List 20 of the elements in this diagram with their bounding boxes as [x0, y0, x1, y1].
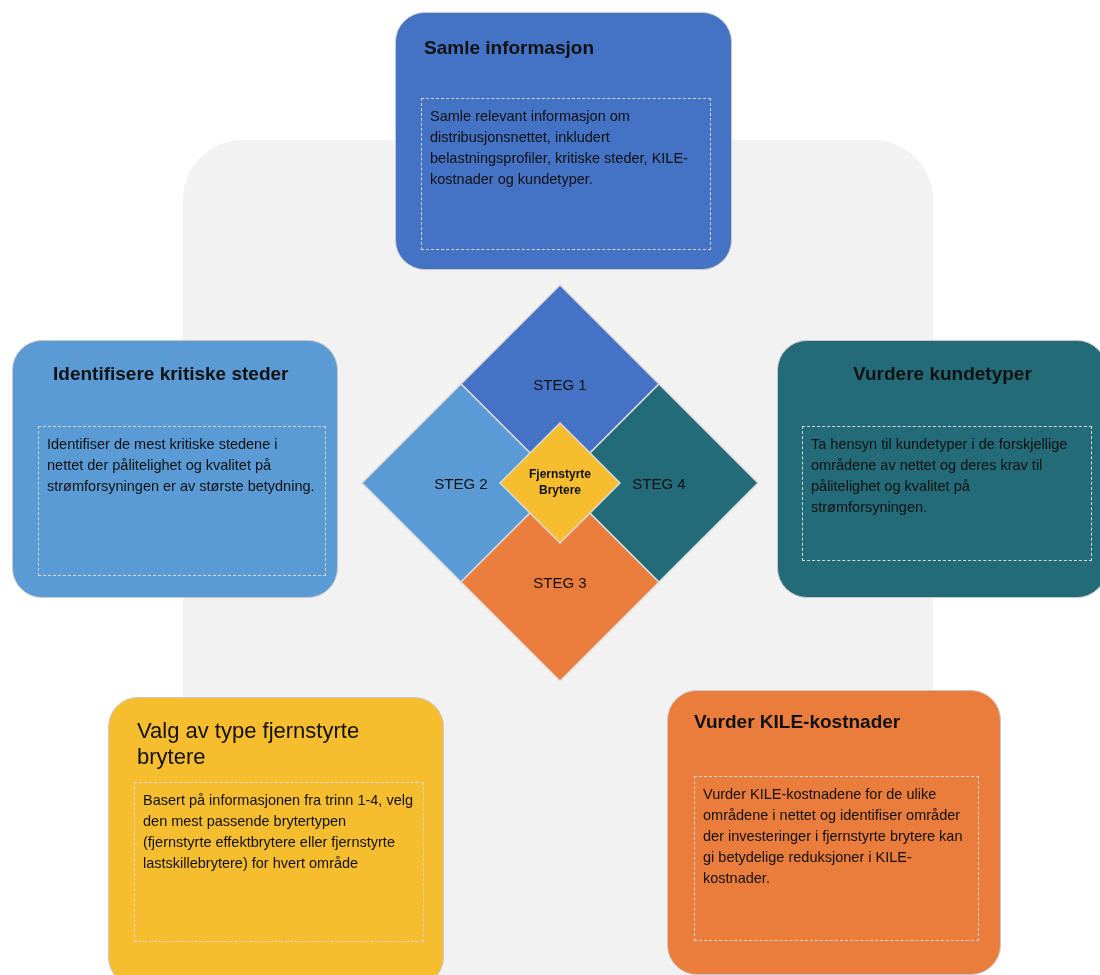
step-label: STEG 3: [533, 573, 587, 591]
card-heading: Identifisere kritiske steder: [53, 363, 290, 386]
card-heading: Valg av type fjernstyrte brytere: [137, 718, 361, 771]
step-card: [667, 690, 1001, 975]
step-label: Fjernstyrte Brytere: [520, 467, 600, 499]
card-description: Vurder KILE-kostnadene for de ulike områdene i nettet og identifiser områder der investeringer i fjernstyrte brytere kan gi betydelige reduksjoner i KILE-kostnader.: [694, 776, 979, 941]
card-heading: Vurdere kundetyper: [853, 363, 1033, 386]
card-description: Ta hensyn til kundetyper i de forskjellige områdene av nettet og deres krav til pålitelighet og kvalitet på strømforsyningen.: [802, 426, 1092, 561]
card-description: Samle relevant informasjon om distribusjonsnettet, inkludert belastningsprofiler, kritiske steder, KILE-kostnader og kundetyper.: [421, 98, 711, 250]
step-label: STEG 1: [533, 375, 587, 393]
step-card: [395, 12, 732, 270]
card-description: Basert på informasjonen fra trinn 1-4, velg den mest passende brytertypen (fjernstyrte effektbrytere eller fjernstyrte lastskillebrytere) for hvert område: [134, 782, 424, 942]
card-heading: Vurder KILE-kostnader: [694, 711, 902, 734]
step-card: [12, 340, 338, 598]
card-heading: Samle informasjon: [424, 37, 595, 60]
step-label: STEG 4: [632, 474, 686, 492]
card-description: Identifiser de mest kritiske stedene i nettet der pålitelighet og kvalitet på strømforsyningen er av største betydning.: [38, 426, 326, 576]
step-card: [777, 340, 1100, 598]
step-label: STEG 2: [434, 474, 488, 492]
step-card: [108, 697, 444, 975]
